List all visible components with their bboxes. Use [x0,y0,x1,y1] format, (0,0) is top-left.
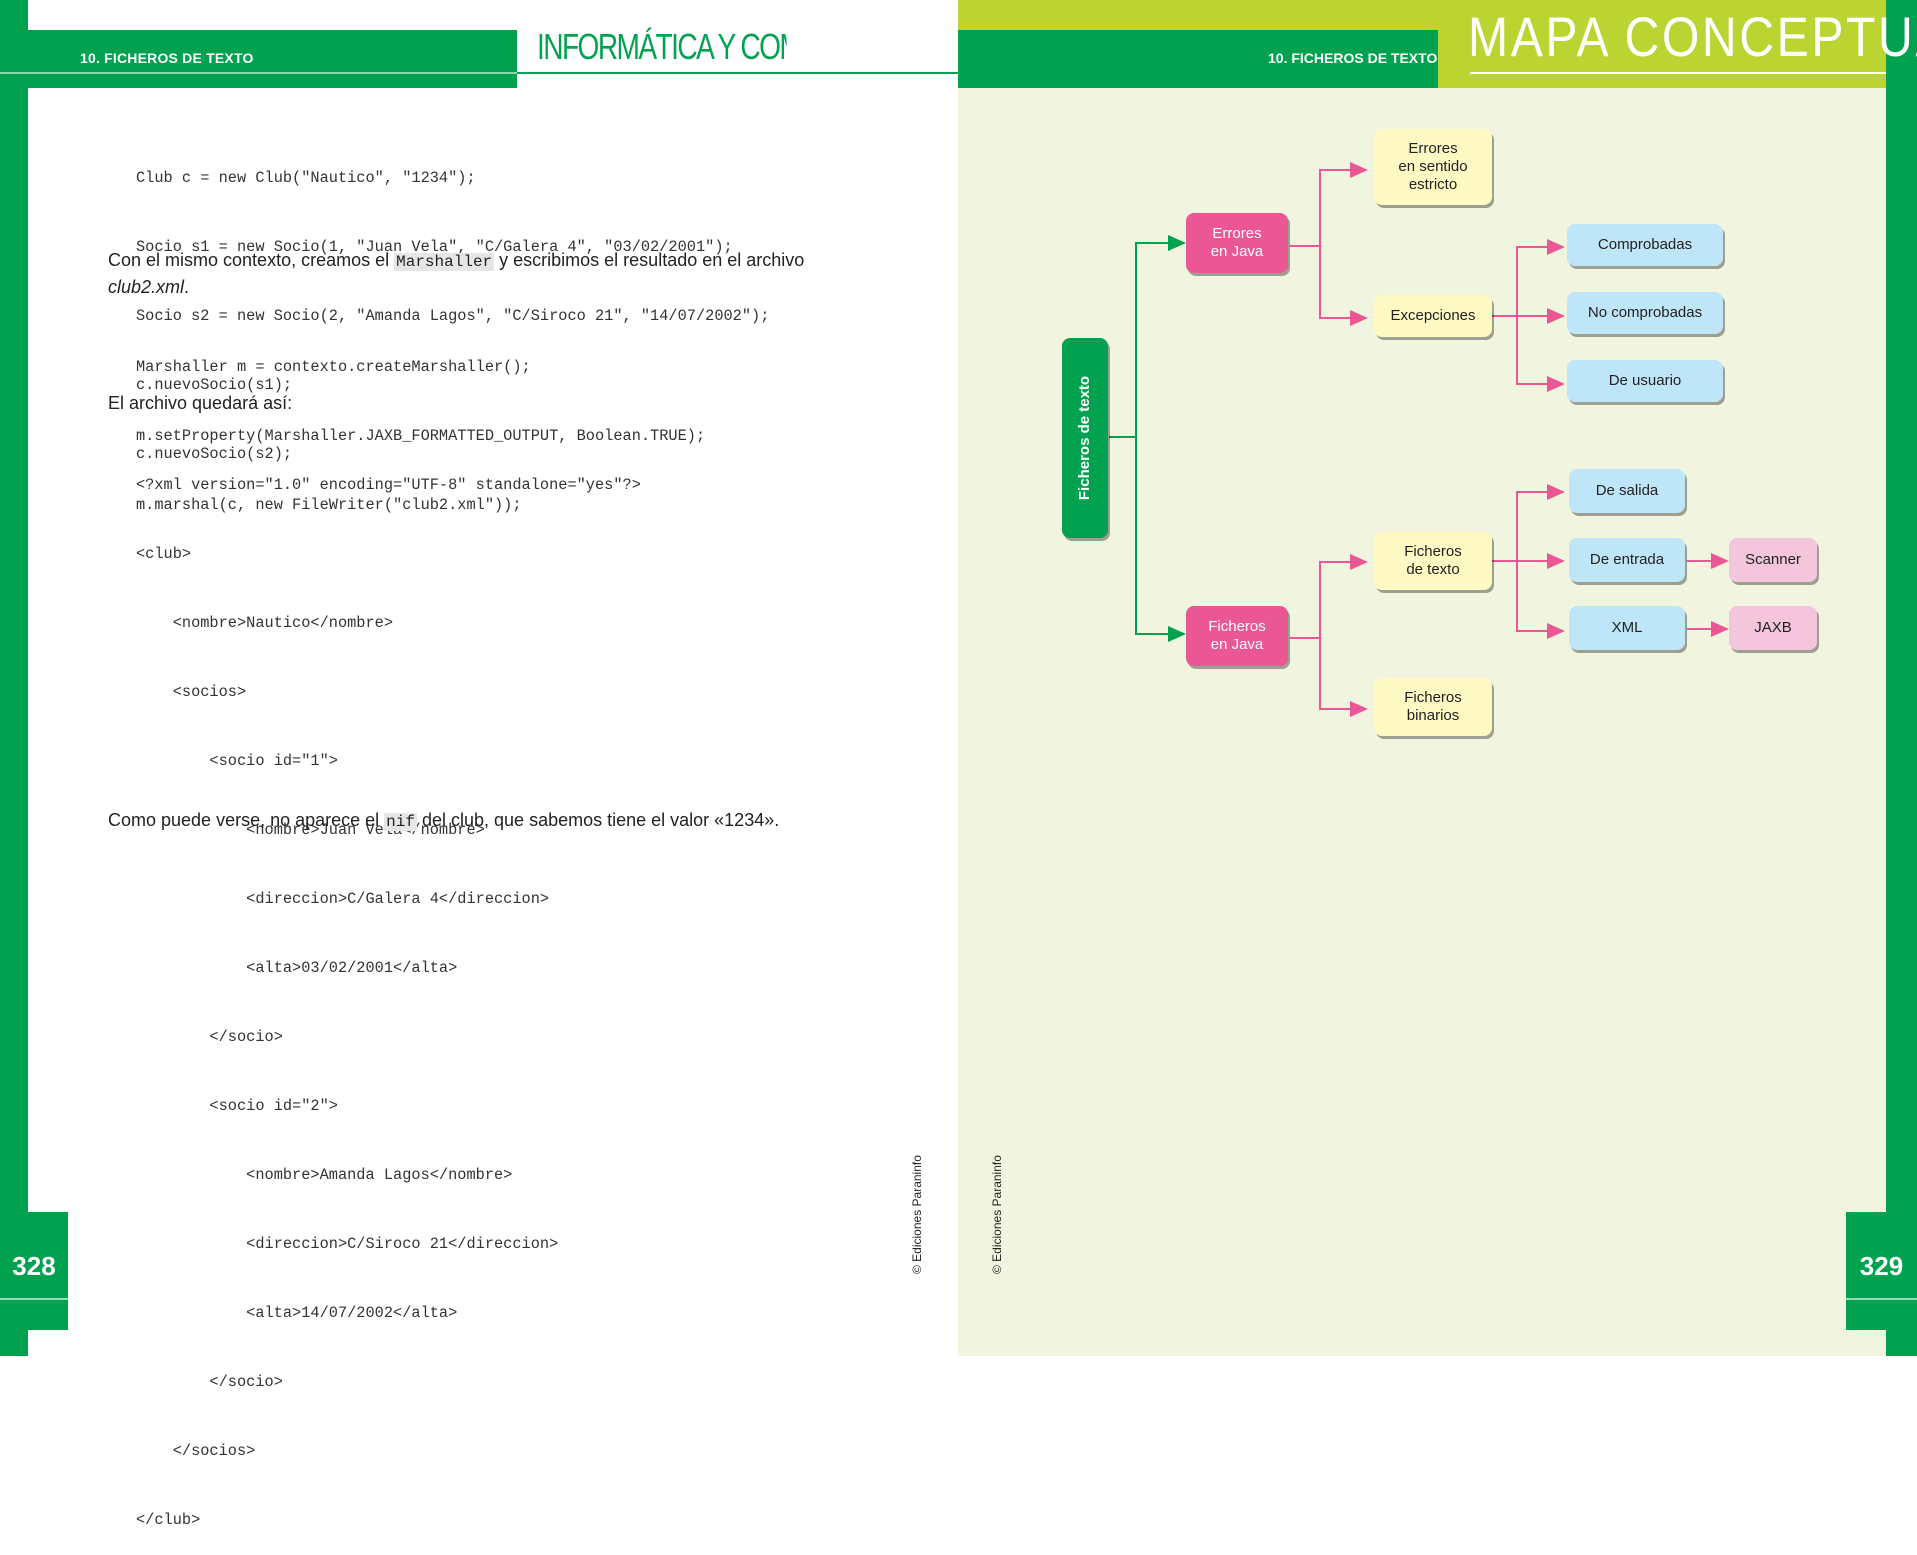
code-line: Marshaller m = contexto.createMarshaller… [136,358,531,376]
code-line: </socio> [136,1028,283,1046]
concept-node-de-usuario: De usuario [1567,360,1723,402]
concept-node-de-salida: De salida [1569,469,1685,513]
concept-node-de-entrada: De entrada [1569,538,1685,582]
code-line: <nombre>Nautico</nombre> [136,614,394,632]
code-line: <alta>14/07/2002</alta> [136,1304,458,1322]
code-line: <direccion>C/Siroco 21</direccion> [136,1235,559,1253]
code-line: c.nuevoSocio(s1); [136,376,293,394]
concept-node-jaxb: JAXB [1729,606,1817,650]
left-chapter-heading: 10. FICHEROS DE TEXTO [80,50,254,66]
code-line: Club c = new Club("Nautico", "1234"); [136,169,476,187]
code-line: Socio s2 = new Socio(2, "Amanda Lagos", … [136,307,770,325]
code-line: <socio id="2"> [136,1097,338,1115]
file-name: club2.xml [108,277,185,297]
series-brand: INFORMÁTICA Y COMUNICACIONES [537,26,787,70]
left-header-divider [0,72,517,74]
left-header-rule [517,72,958,74]
paragraph-nif: Como puede verse, no aparece el nif del … [108,810,780,831]
code-block-marshal: Marshaller m = contexto.createMarshaller… [136,310,705,540]
paragraph-result: El archivo quedará así: [108,393,293,413]
code-line: m.marshal(c, new FileWriter("club2.xml")… [136,496,522,514]
code-line: <direccion>C/Galera 4</direccion> [136,890,550,908]
code-line: <nombre>Amanda Lagos</nombre> [136,1166,513,1184]
left-page-border [0,0,28,1356]
inline-code-nif: nif [384,813,417,831]
right-header-bar [958,30,1438,88]
code-line: </socios> [136,1442,256,1460]
right-chapter-heading: 10. FICHEROS DE TEXTO [1268,50,1438,66]
code-block-club: Club c = new Club("Nautico", "1234"); So… [136,121,769,489]
left-page-number: 328 [12,1251,56,1281]
right-title-box [1438,30,1886,88]
concept-map-connectors [1109,162,1729,717]
left-header-bar [0,30,517,88]
code-line: m.setProperty(Marshaller.JAXB_FORMATTED_… [136,427,706,445]
right-title-rule [1470,72,1886,74]
code-line: <socios> [136,683,247,701]
left-page-number-tab [0,1212,68,1330]
code-line: <alta>03/02/2001</alta> [136,959,458,977]
page-title: MAPA CONCEPTUAL [1468,5,1917,68]
concept-node-no-comprobadas: No comprobadas [1567,292,1723,334]
right-page-number-rule [1846,1298,1917,1300]
inline-code-marshaller: Marshaller [394,253,495,271]
concept-node-excepciones: Excepciones [1374,295,1492,337]
right-page-border [1886,0,1917,1356]
left-copyright: © Ediciones Paraninfo [910,1155,924,1274]
code-line: <club> [136,545,192,563]
code-line: </socio> [136,1373,283,1391]
concept-root-node: Ficheros de texto [1062,338,1108,538]
left-page [0,0,958,1356]
concept-node-scanner: Scanner [1729,538,1817,582]
right-copyright: © Ediciones Paraninfo [990,1155,1004,1274]
code-line: c.nuevoSocio(s2); [136,445,293,463]
concept-node-xml: XML [1569,606,1685,650]
code-line: Socio s1 = new Socio(1, "Juan Vela", "C/… [136,238,733,256]
left-page-number-rule [0,1298,68,1300]
code-line: </club> [136,1511,201,1529]
code-line: <socio id="1"> [136,752,338,770]
right-page-number-tab [1846,1212,1917,1330]
code-block-xml: <?xml version="1.0" encoding="UTF-8" sta… [136,428,641,1555]
concept-node-comprobadas: Comprobadas [1567,224,1723,266]
right-page-number: 329 [1859,1251,1904,1281]
right-top-band [958,0,1886,30]
code-line: <?xml version="1.0" encoding="UTF-8" sta… [136,476,641,494]
paragraph-marshaller: Con el mismo contexto, creamos el Marsha… [108,250,805,297]
